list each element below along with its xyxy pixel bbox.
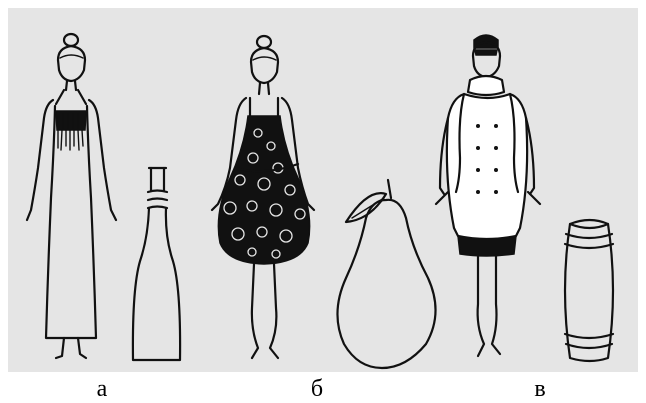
pear-body <box>337 200 435 368</box>
figure-a-bodice <box>56 111 86 130</box>
figure-a-head <box>58 46 85 81</box>
figure-b-neck <box>259 83 269 94</box>
barrel-body <box>565 220 613 361</box>
figure-a-long-dress <box>27 34 116 358</box>
pear-stem <box>388 180 391 198</box>
bottle-neck-top <box>151 168 164 190</box>
pear-shape <box>337 180 435 368</box>
illustration-panel <box>8 8 638 372</box>
barrel-bottom-hoops <box>565 334 613 348</box>
figure-b-hairline <box>253 57 276 60</box>
caption-v: в <box>520 376 560 402</box>
figure-a-halter-straps <box>56 90 86 104</box>
figure-a-hairline <box>60 55 83 58</box>
figure-b-head <box>251 48 278 83</box>
bottle-shape <box>133 168 180 360</box>
figure-c-coat <box>436 35 540 356</box>
figure-b-straps <box>250 98 278 116</box>
caption-a: а <box>82 376 122 402</box>
figure-a-neck <box>66 81 76 90</box>
bottle-rings <box>148 191 167 209</box>
figure-a-right-arm <box>89 100 116 220</box>
fashion-silhouette-illustration <box>8 8 638 372</box>
barrel-top-rim <box>570 224 608 228</box>
bottle-body <box>133 208 180 360</box>
figure-a-dress-body <box>46 106 96 338</box>
figure-c-hem-band <box>458 236 516 256</box>
caption-b: б <box>297 376 337 402</box>
figure-b-balloon-dress <box>212 36 314 358</box>
figure-a-left-arm <box>27 100 53 220</box>
figure-a-hair-bun <box>64 34 78 46</box>
figure-b-hair-bun <box>257 36 271 48</box>
barrel-top-hoops <box>565 234 613 248</box>
figure-c-glasses <box>475 50 497 55</box>
figure-c-legs <box>478 256 500 356</box>
figure-a-feet <box>56 338 86 358</box>
figure-c-collar <box>468 76 504 95</box>
figure-a-fringe <box>58 130 83 150</box>
barrel-shape <box>565 220 613 361</box>
figure-b-legs <box>252 264 278 358</box>
